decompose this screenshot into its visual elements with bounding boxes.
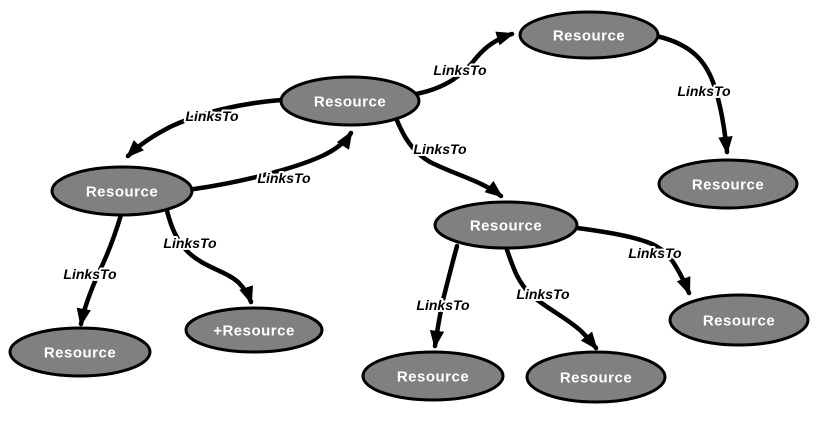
edge-linksto-n1-n4: [653, 33, 733, 155]
node-ellipse: [433, 200, 579, 250]
node-n5: Resource: [433, 200, 579, 250]
node-label: Resource: [692, 177, 764, 194]
node-n10: Resource: [668, 293, 810, 347]
node-n1: Resource: [518, 10, 660, 60]
node-ellipse: [279, 75, 421, 127]
node-n6: Resource: [8, 326, 152, 378]
node-n4: Resource: [657, 158, 799, 210]
edge-label-n5-n10: LinksTo: [628, 245, 682, 261]
edge-linksto-n5-n8: [429, 243, 460, 349]
edge-label-n3-n2: LinksTo: [257, 170, 311, 186]
edge-label-n2-n5: LinksTo: [413, 141, 467, 157]
node-label: Resource: [44, 345, 116, 362]
node-ellipse: [525, 350, 667, 404]
node-label: Resource: [397, 369, 469, 386]
node-n9: Resource: [525, 350, 667, 404]
node-n8: Resource: [361, 350, 505, 402]
node-n2: Resource: [279, 75, 421, 127]
node-ellipse: [657, 158, 799, 210]
edge-linksto-n3-n6: [76, 212, 124, 327]
edge-linksto-n5-n10: [574, 225, 692, 296]
edge-linksto-n5-n9: [503, 244, 599, 351]
node-label: Resource: [314, 94, 386, 111]
node-label: Resource: [553, 28, 625, 45]
node-label: Resource: [703, 313, 775, 330]
node-label: Resource: [470, 218, 542, 235]
edge-label-n2-n3: LinksTo: [185, 108, 239, 124]
edge-linksto-n2-n3: [125, 97, 284, 159]
node-ellipse: [518, 10, 660, 60]
edge-linksto-n3-n2: [191, 130, 354, 192]
node-label: +Resource: [213, 323, 295, 340]
edge-label-n3-n7: LinksTo: [163, 235, 217, 251]
edge-label-n3-n6: LinksTo: [63, 266, 117, 282]
edge-label-n5-n9: LinksTo: [516, 286, 570, 302]
node-ellipse: [668, 293, 810, 347]
edges-layer: [76, 31, 733, 351]
edge-linksto-n2-n5: [393, 115, 504, 199]
node-ellipse: [361, 350, 505, 402]
edge-linksto-n3-n7: [164, 208, 254, 305]
node-n7: +Resource: [184, 306, 324, 354]
edge-linksto-n2-n1: [413, 31, 515, 97]
edge-label-n5-n8: LinksTo: [416, 297, 470, 313]
node-label: Resource: [560, 370, 632, 387]
node-ellipse: [184, 306, 324, 354]
node-ellipse: [8, 326, 152, 378]
node-label: Resource: [86, 184, 158, 201]
node-ellipse: [50, 165, 194, 217]
edge-labels-layer: LinksToLinksToLinksToLinksToLinksToLinks…: [61, 60, 733, 315]
edge-label-n1-n4: LinksTo: [677, 83, 731, 99]
node-n3: Resource: [50, 165, 194, 217]
edge-label-n2-n1: LinksTo: [433, 62, 487, 78]
